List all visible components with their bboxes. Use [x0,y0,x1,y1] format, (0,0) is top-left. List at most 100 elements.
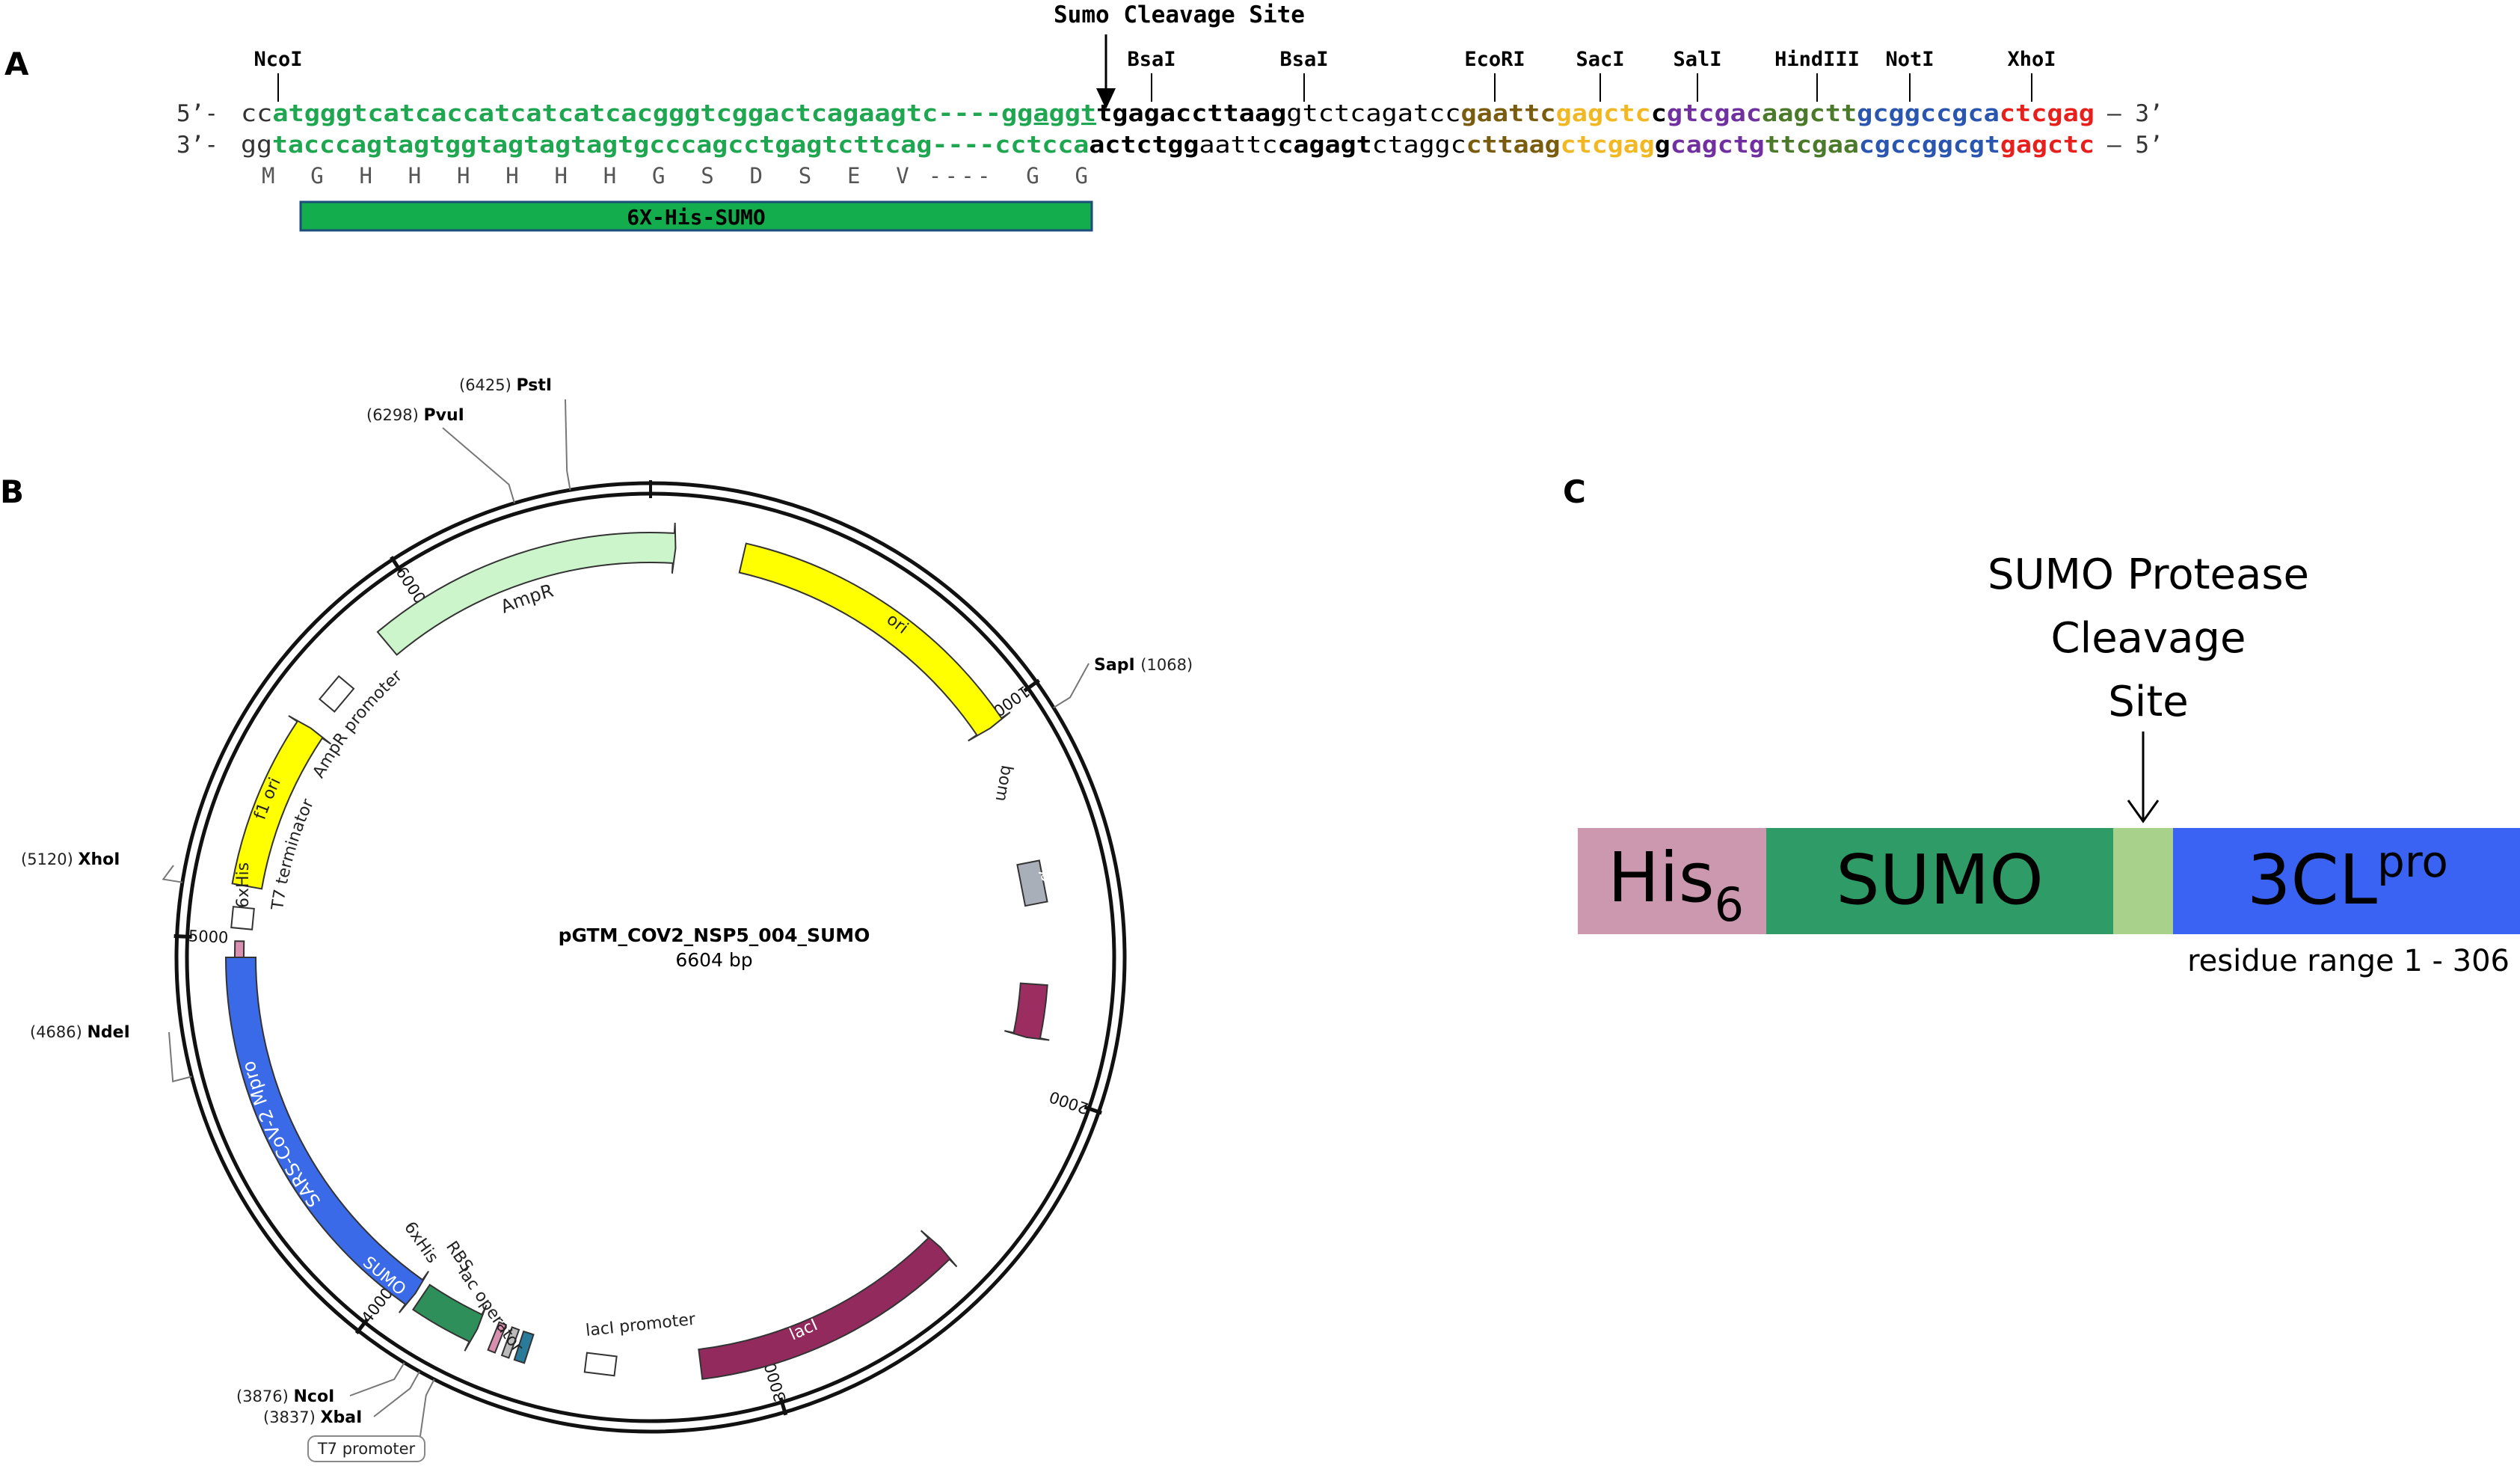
restriction-site-position: (1068) [1140,656,1193,674]
his-label-main: His [1608,838,1715,918]
restriction-site-name: PstI [517,376,553,395]
bottom-strand-segment: g [1655,132,1671,159]
restriction-site-label: NcoI [253,48,302,71]
3clpro-domain [2173,828,2520,934]
his-sumo-tag-bar [299,200,1093,232]
his-sumo-tag-label: 6X-His-SUMO [627,205,765,230]
restriction-site-leader [565,399,571,491]
plasmid-size: 6604 bp [675,949,752,971]
restriction-site-leader [162,865,183,883]
plasmid-backbone [174,480,1127,1434]
t7-promoter-box [307,1435,425,1462]
t7-terminator-box [230,906,255,930]
bottom-strand-suffix: – 5’ [2107,132,2163,159]
restriction-site-label: (6425) PstI [459,376,552,395]
3clpro-label: 3CLpro [2247,836,2448,920]
restriction-site-label: (3837) XbaI [263,1408,362,1427]
plasmid-restriction-sites: (6425) PstI (6298) PvuI SapI (1068) (5120) … [21,376,1193,1462]
top-strand-segment: atgggtcatcaccatcatcatcacgggtcggactcagaag… [272,100,1001,127]
bottom-strand-prefix: 3’- [176,132,218,159]
top-strand-segment: ctcgag [2000,100,2095,127]
ampr-promoter-box [318,675,355,713]
linker-domain [2113,828,2173,934]
laci-promoter-label: lacI promoter [585,1310,697,1340]
tick-mark [354,1317,369,1334]
tick-mark [390,556,403,573]
top-strand-segment: gagctc [1556,100,1651,127]
amino-acid-translation: M G H H H H H H G S D S E V ---- G G [262,163,1088,188]
restriction-site-label: BsaI [1279,48,1328,71]
sumo-domain [1766,828,2113,934]
restriction-site-position: (6425) [459,376,517,394]
f1-ori-arrow [231,715,332,890]
bottom-strand-segment: gg [241,132,272,159]
cleavage-label-line-1: SUMO Protease [1988,550,2309,599]
bottom-strand-segment: cctcca [995,132,1089,159]
top-strand-segment: c [1651,100,1667,127]
tick-mark [1023,678,1040,693]
top-strand-prefix: 5’- [176,100,218,127]
bottom-strand-segment: ctcgag [1561,132,1655,159]
restriction-site-label: SapI (1068) [1094,656,1193,675]
panel-label-b: B [0,473,24,510]
lac-operator-box [513,1330,535,1364]
t7-promoter-label: T7 promoter [317,1440,416,1458]
bottom-strand-segment: cgccggcgt [1859,132,2000,159]
his-label-sub: 6 [1715,877,1744,932]
his-bottom-label: 6xHis [400,1218,442,1266]
restriction-site-label: (5120) XhoI [21,850,120,869]
rop-arrow [1004,982,1050,1041]
his-tag-bottom [487,1321,508,1354]
restriction-site-leader [442,427,515,503]
restriction-site-label: EcoRI [1464,48,1525,71]
restriction-site-label: XhoI [2007,48,2056,71]
bottom-strand-segment: aattc [1199,132,1277,159]
bottom-strand-segment: cagagt [1278,132,1372,159]
restriction-site-name: XbaI [321,1408,363,1427]
plasmid-name: pGTM_COV2_NSP5_004_SUMO [559,924,870,946]
mpro-arrow [224,957,429,1313]
tick-mark [778,1397,788,1416]
restriction-site-label: NotI [1885,48,1934,71]
laci-arrow [698,1230,958,1380]
top-strand-segment: cc [241,100,272,127]
top-strand-segment: gcggccgca [1857,100,2000,127]
ampr-promoter-label: AmpR promoter [310,666,407,782]
restriction-site-leader [373,1371,420,1417]
bottom-strand-segment: tacccagtagtggtagtagtagtgcccagcctgagtcttc… [272,132,995,159]
tick-label: 2000 [1047,1088,1090,1117]
his-top-label: 6xHis [234,862,253,908]
top-strand-suffix: – 3’ [2107,100,2163,127]
backbone-outer-ring [174,481,1127,1434]
rop-label: rop [1036,854,1060,884]
restriction-site-name: PvuI [424,406,464,425]
restriction-site-leader [349,1362,405,1396]
restriction-site-name: NdeI [87,1023,130,1042]
restriction-site-label: BsaI [1127,48,1176,71]
ampr-arrow [376,522,677,656]
restriction-site-position: (5120) [21,850,79,868]
top-strand-segment: ttaag [1207,100,1286,127]
cleavage-site-label: Sumo Cleavage Site [1054,1,1305,28]
restriction-site-name: SapI [1094,656,1140,675]
top-strand-segment: gtcgac [1667,100,1762,127]
bom-box [1016,859,1048,907]
sumo-label: SUMO [1836,840,2044,920]
mpro-label: SARS-CoV-2 Mpro [238,1058,325,1211]
top-strand-segment: gaattc [1460,100,1555,127]
sumo-arrow [411,1283,488,1352]
restriction-site-position: (6298) [366,406,424,424]
t7-promoter-leader [420,1378,435,1437]
mpro-label-text: SARS-CoV-2 Mpro [238,1058,325,1211]
restriction-site-position: (3876) [236,1387,294,1405]
laci-promoter-box [583,1352,618,1377]
restriction-site-name: NcoI [294,1387,335,1406]
cleavage-label-line-2: Cleavage [2051,614,2246,663]
